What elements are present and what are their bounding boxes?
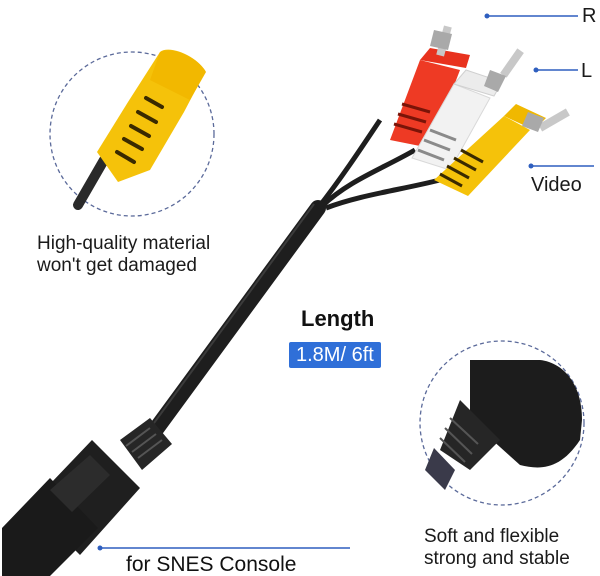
main-cable (140, 118, 441, 448)
console-label: for SNES Console (126, 553, 297, 576)
snes-connector-icon (2, 418, 172, 576)
label-right-audio: R (582, 5, 597, 27)
label-video: Video (531, 174, 582, 196)
length-title: Length (301, 306, 375, 331)
callout-material-line1: High-quality material (37, 233, 211, 254)
white-rca-plug-icon (411, 48, 524, 171)
black-connector-detail-icon (425, 360, 582, 490)
leader-lines (97, 13, 594, 551)
detail-circle-bottom-right (419, 340, 585, 506)
yellow-strain-relief-detail-icon (73, 49, 206, 210)
detail-circle-top-left (49, 51, 215, 217)
red-rca-plug-icon (390, 25, 470, 148)
yellow-rca-plug-icon (434, 104, 570, 196)
callout-flexible: Soft and flexible strong and stable (424, 526, 570, 570)
callout-flexible-line2: strong and stable (424, 548, 570, 569)
callout-material: High-quality material won't get damaged (37, 233, 210, 277)
length-badge: 1.8M/ 6ft (289, 342, 381, 368)
label-left-audio: L (581, 60, 593, 82)
callout-material-line2: won't get damaged (37, 255, 197, 276)
callout-flexible-line1: Soft and flexible (424, 526, 560, 547)
